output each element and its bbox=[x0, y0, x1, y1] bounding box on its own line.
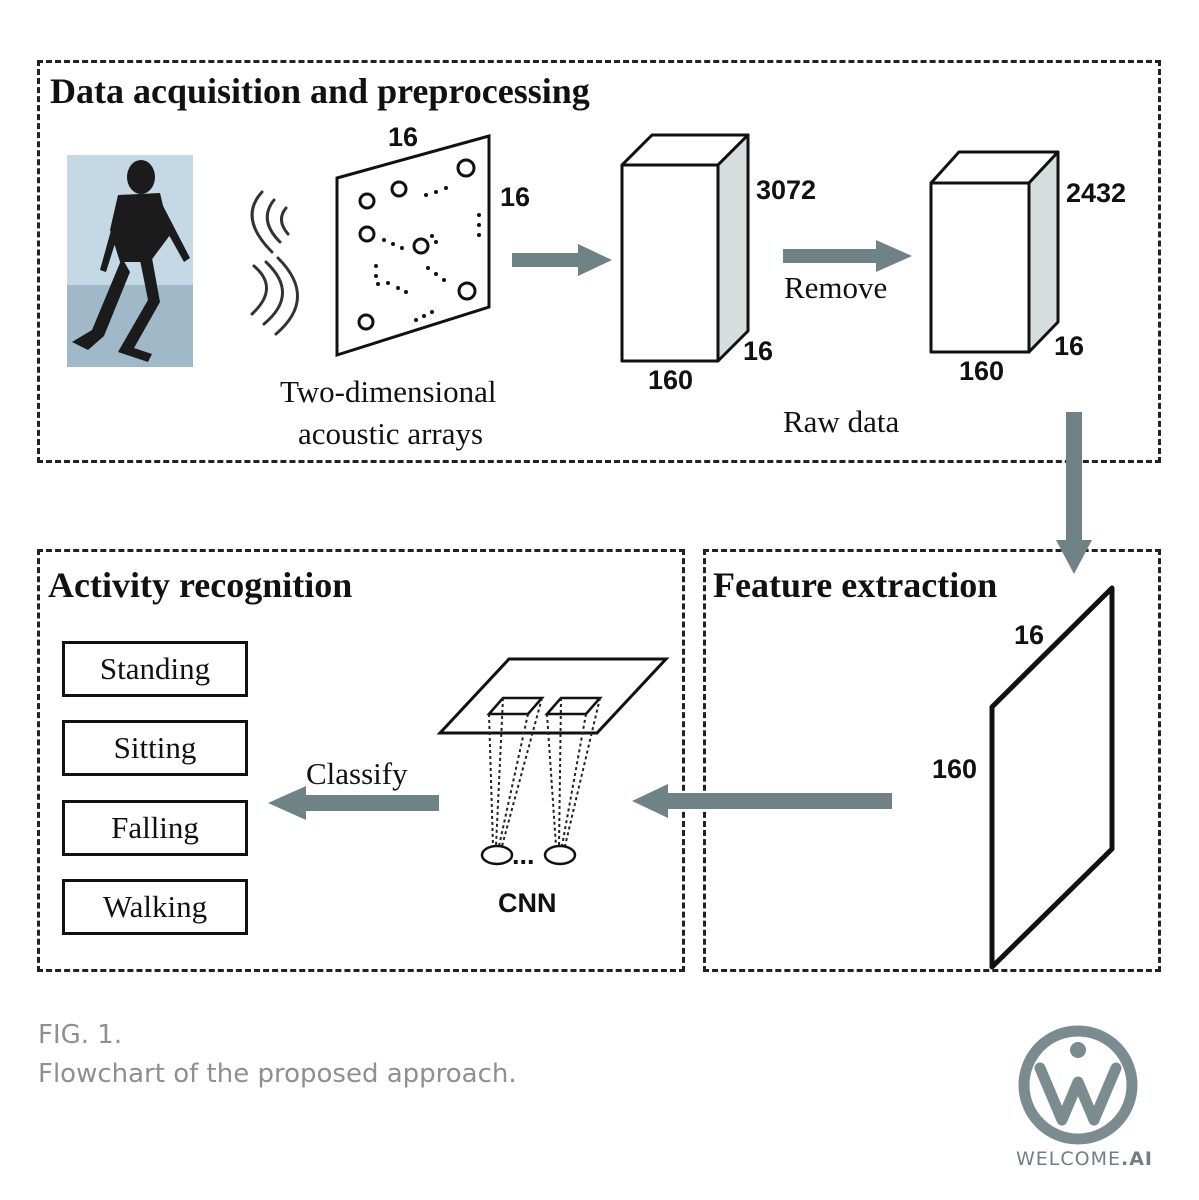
arrow-feature-to-cnn bbox=[632, 784, 892, 818]
cube2-height-label: 2432 bbox=[1066, 178, 1127, 208]
cube2-width-label: 160 bbox=[959, 356, 1005, 386]
cube1-width-label: 160 bbox=[648, 365, 694, 395]
cnn-label: CNN bbox=[498, 888, 557, 918]
cnn-dots: ... bbox=[512, 840, 535, 870]
remove-label: Remove bbox=[784, 270, 888, 305]
figure-caption: Flowchart of the proposed approach. bbox=[38, 1059, 517, 1089]
raw-data-cube-3072 bbox=[620, 133, 750, 363]
arrow-array-to-cube bbox=[512, 244, 612, 276]
array-top-label: 16 bbox=[388, 122, 419, 152]
brand-wordmark: WELCOME.AI bbox=[1016, 1148, 1153, 1170]
array-side-label: 16 bbox=[500, 182, 531, 212]
feature-map-top-label: 16 bbox=[1014, 620, 1045, 650]
cube2-depth-label: 16 bbox=[1054, 331, 1085, 361]
class-sitting: Sitting bbox=[62, 720, 248, 776]
classify-label: Classify bbox=[306, 756, 408, 791]
acquisition-panel bbox=[37, 60, 1161, 463]
arrow-down-to-feature bbox=[1056, 412, 1092, 574]
class-standing: Standing bbox=[62, 641, 248, 697]
recognition-panel bbox=[37, 549, 685, 972]
class-walking: Walking bbox=[62, 879, 248, 935]
brand-name: WELCOME bbox=[1016, 1148, 1121, 1170]
arrow-remove bbox=[783, 240, 912, 272]
class-falling: Falling bbox=[62, 800, 248, 856]
feature-panel bbox=[703, 549, 1161, 972]
acoustic-array-icon bbox=[335, 134, 491, 358]
recognition-title: Activity recognition bbox=[48, 565, 353, 605]
figure-number: FIG. 1. bbox=[38, 1020, 123, 1050]
feature-title: Feature extraction bbox=[713, 565, 998, 605]
feature-map-plane bbox=[989, 585, 1115, 970]
raw-data-cube-2432 bbox=[929, 150, 1060, 354]
sound-waves-icon bbox=[250, 190, 299, 336]
raw-data-label: Raw data bbox=[783, 404, 900, 439]
cube1-height-label: 3072 bbox=[756, 175, 817, 205]
acquisition-title: Data acquisition and preprocessing bbox=[50, 71, 590, 111]
array-caption-line2: acoustic arrays bbox=[298, 416, 484, 451]
feature-map-side-label: 160 bbox=[932, 754, 978, 784]
arrow-classify bbox=[268, 786, 439, 820]
array-caption-line1: Two-dimensional bbox=[280, 374, 497, 409]
cube1-depth-label: 16 bbox=[743, 336, 774, 366]
brand-suffix: .AI bbox=[1121, 1148, 1153, 1170]
welcome-ai-logo-icon bbox=[1018, 1025, 1138, 1145]
walking-person-photo bbox=[67, 155, 193, 367]
cnn-icon bbox=[436, 657, 670, 866]
